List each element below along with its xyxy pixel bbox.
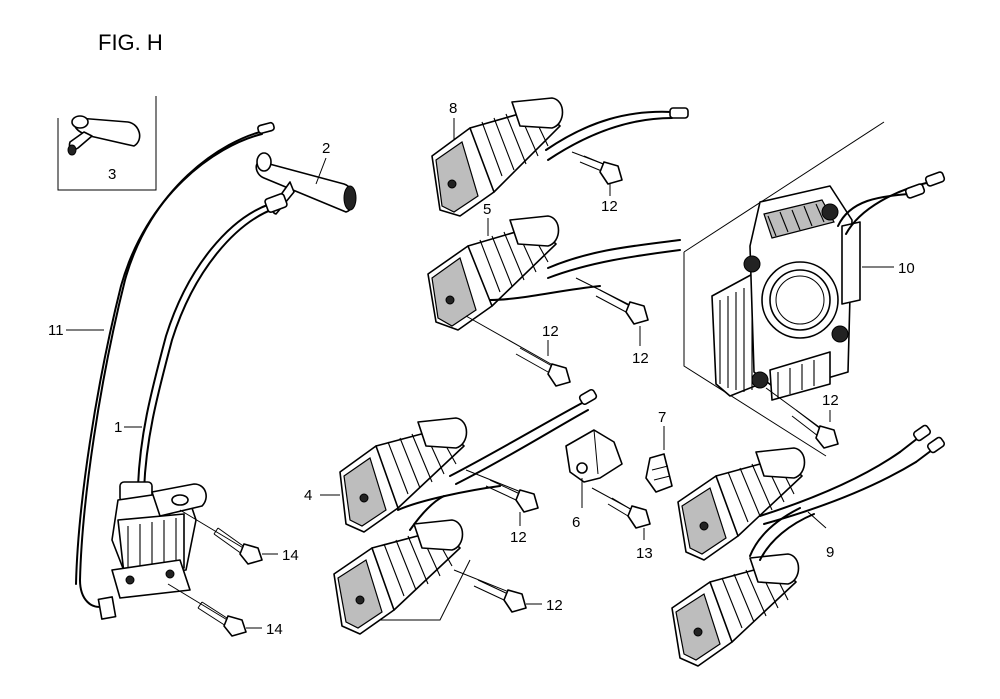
coil-part-5 xyxy=(427,215,681,331)
bolt-part-12-b xyxy=(575,277,649,346)
bolt-part-12-d xyxy=(465,469,539,526)
bolt-part-12-e xyxy=(453,569,542,613)
callout-6: 6 xyxy=(572,514,580,531)
callout-3: 3 xyxy=(108,166,116,183)
callout-labels: 3 2 11 1 8 12 5 12 12 10 12 7 4 12 6 13 … xyxy=(48,100,915,638)
bolt-part-12-c xyxy=(465,315,571,387)
ignition-coil-part-1 xyxy=(111,193,288,599)
figure-title: FIG. H xyxy=(98,30,163,55)
bracket-part-6 xyxy=(565,429,623,508)
callout-14-a: 14 xyxy=(282,547,299,564)
callout-5: 5 xyxy=(483,201,491,218)
coil-part-9-lower xyxy=(671,507,815,667)
callout-7: 7 xyxy=(658,409,666,426)
callout-11: 11 xyxy=(48,322,64,339)
callout-10: 10 xyxy=(898,260,915,277)
bolt-part-12-f xyxy=(765,387,839,449)
callout-13: 13 xyxy=(636,545,653,562)
bolt-part-12-a xyxy=(571,151,623,196)
bolt-part-14-lower xyxy=(167,583,262,637)
coil-part-4 xyxy=(339,388,598,533)
callout-1: 1 xyxy=(114,419,122,436)
coil-part-4-lower xyxy=(333,495,471,635)
callout-9: 9 xyxy=(826,544,834,561)
callout-12-d: 12 xyxy=(510,529,527,546)
bolt-part-13 xyxy=(591,487,651,540)
stator-part-10 xyxy=(683,121,946,457)
callout-12-e: 12 xyxy=(546,597,563,614)
plug-cap-part-3 xyxy=(67,115,141,156)
coil-part-8 xyxy=(431,97,689,217)
callout-12-c: 12 xyxy=(542,323,559,340)
coil-part-9-upper xyxy=(677,424,946,561)
callout-12-a: 12 xyxy=(601,198,618,215)
callout-12-f: 12 xyxy=(822,392,839,409)
callout-12-b: 12 xyxy=(632,350,649,367)
callout-2: 2 xyxy=(322,140,330,157)
callout-8: 8 xyxy=(449,100,457,117)
clip-part-7 xyxy=(645,426,673,493)
wire-part-11 xyxy=(75,121,275,620)
callout-4: 4 xyxy=(304,487,312,504)
bolt-part-14-upper xyxy=(179,509,278,565)
callout-14-b: 14 xyxy=(266,621,283,638)
inset-box-part-3 xyxy=(57,96,157,191)
